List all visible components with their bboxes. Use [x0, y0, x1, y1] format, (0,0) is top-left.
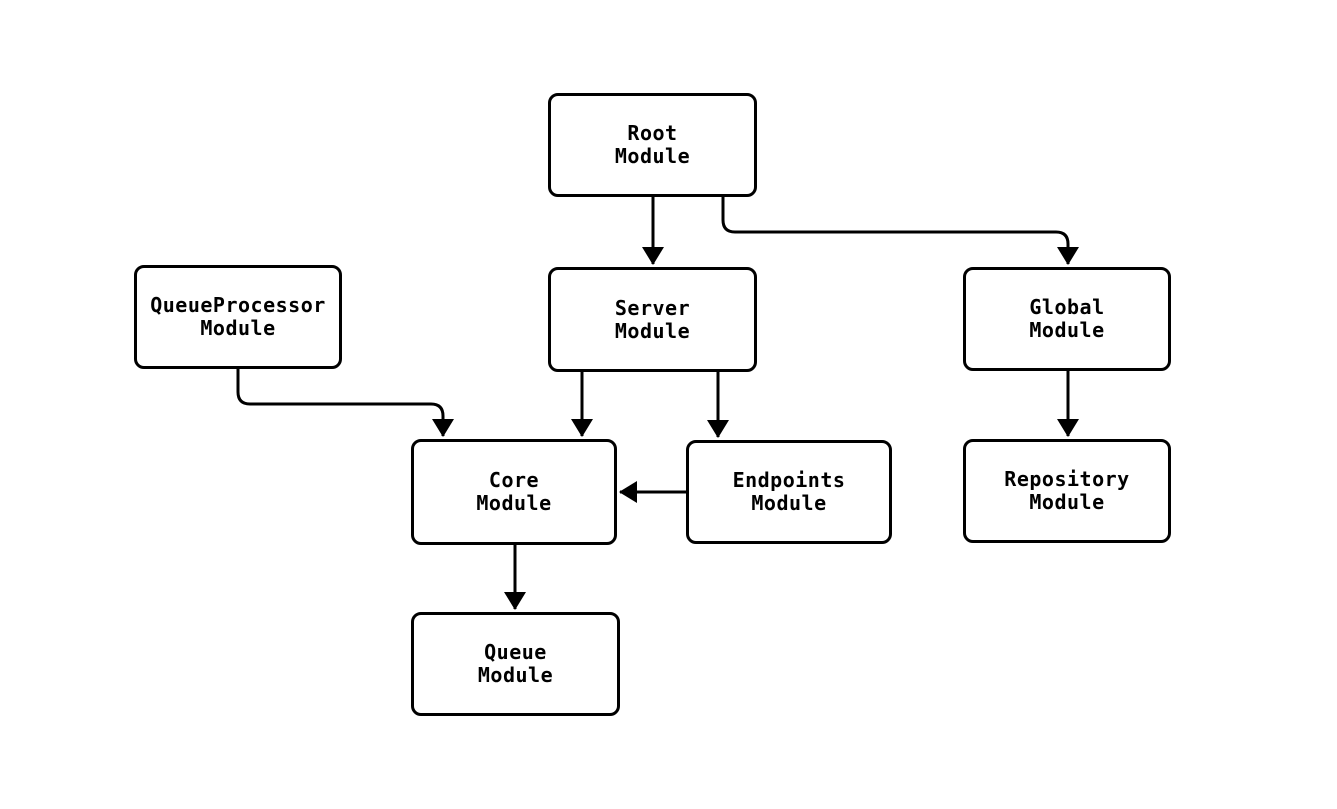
- node-repository-module: Repository Module: [963, 439, 1171, 543]
- node-core-label-line2: Module: [476, 491, 552, 515]
- node-endpoints-label-line1: Endpoints: [732, 468, 846, 492]
- node-queue-label-line2: Module: [477, 663, 554, 687]
- node-root-module: Root Module: [548, 93, 757, 197]
- node-root-label-line1: Root: [627, 121, 678, 145]
- edge-queueprocessor-to-core: [236, 369, 454, 437]
- node-root-label-line2: Module: [614, 144, 691, 168]
- node-core-module: Core Module: [411, 439, 617, 545]
- node-queueprocessor-label-line1: QueueProcessor: [150, 293, 326, 317]
- node-repository-label-line1: Repository: [1004, 467, 1130, 491]
- edge-root-to-global: [721, 197, 1079, 265]
- node-endpoints-module: Endpoints Module: [686, 440, 892, 544]
- node-queueprocessor-module: QueueProcessor Module: [134, 265, 342, 369]
- node-queue-module: Queue Module: [411, 612, 620, 716]
- node-server-module: Server Module: [548, 267, 757, 372]
- node-global-module: Global Module: [963, 267, 1171, 371]
- node-server-label-line2: Module: [614, 318, 691, 343]
- node-endpoints-label-line2: Module: [751, 491, 827, 515]
- node-repository-label-line2: Module: [1029, 490, 1105, 514]
- node-global-label-line2: Module: [1029, 318, 1105, 342]
- node-server-label-line1: Server: [614, 295, 691, 320]
- node-global-label-line1: Global: [1029, 295, 1105, 319]
- node-queueprocessor-label-line2: Module: [200, 316, 276, 340]
- node-queue-label-line1: Queue: [484, 640, 547, 664]
- node-core-label-line1: Core: [488, 468, 540, 492]
